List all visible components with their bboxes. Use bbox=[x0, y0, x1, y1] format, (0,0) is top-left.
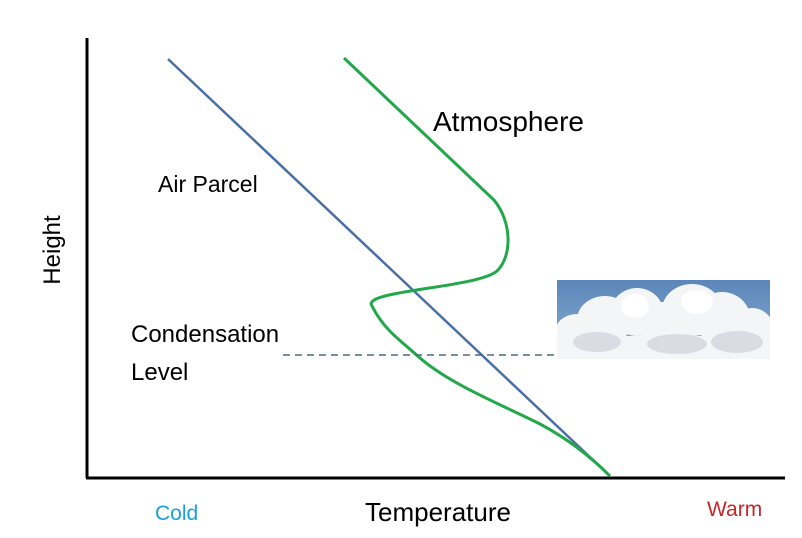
condensation-label-line2: Level bbox=[131, 359, 189, 386]
x-axis-label: Temperature bbox=[365, 497, 511, 527]
cold-label: Cold bbox=[155, 502, 199, 525]
cloud-image bbox=[557, 280, 770, 359]
air-parcel-line bbox=[167, 58, 611, 477]
y-axis-label: Height bbox=[39, 215, 66, 285]
air-parcel-label: Air Parcel bbox=[158, 171, 258, 197]
atmosphere-curve bbox=[342, 56, 612, 478]
condensation-level-label: Condensation Level bbox=[131, 316, 279, 392]
warm-label: Warm bbox=[707, 498, 763, 521]
atmosphere-label: Atmosphere bbox=[433, 106, 584, 137]
condensation-label-line1: Condensation bbox=[131, 321, 280, 348]
